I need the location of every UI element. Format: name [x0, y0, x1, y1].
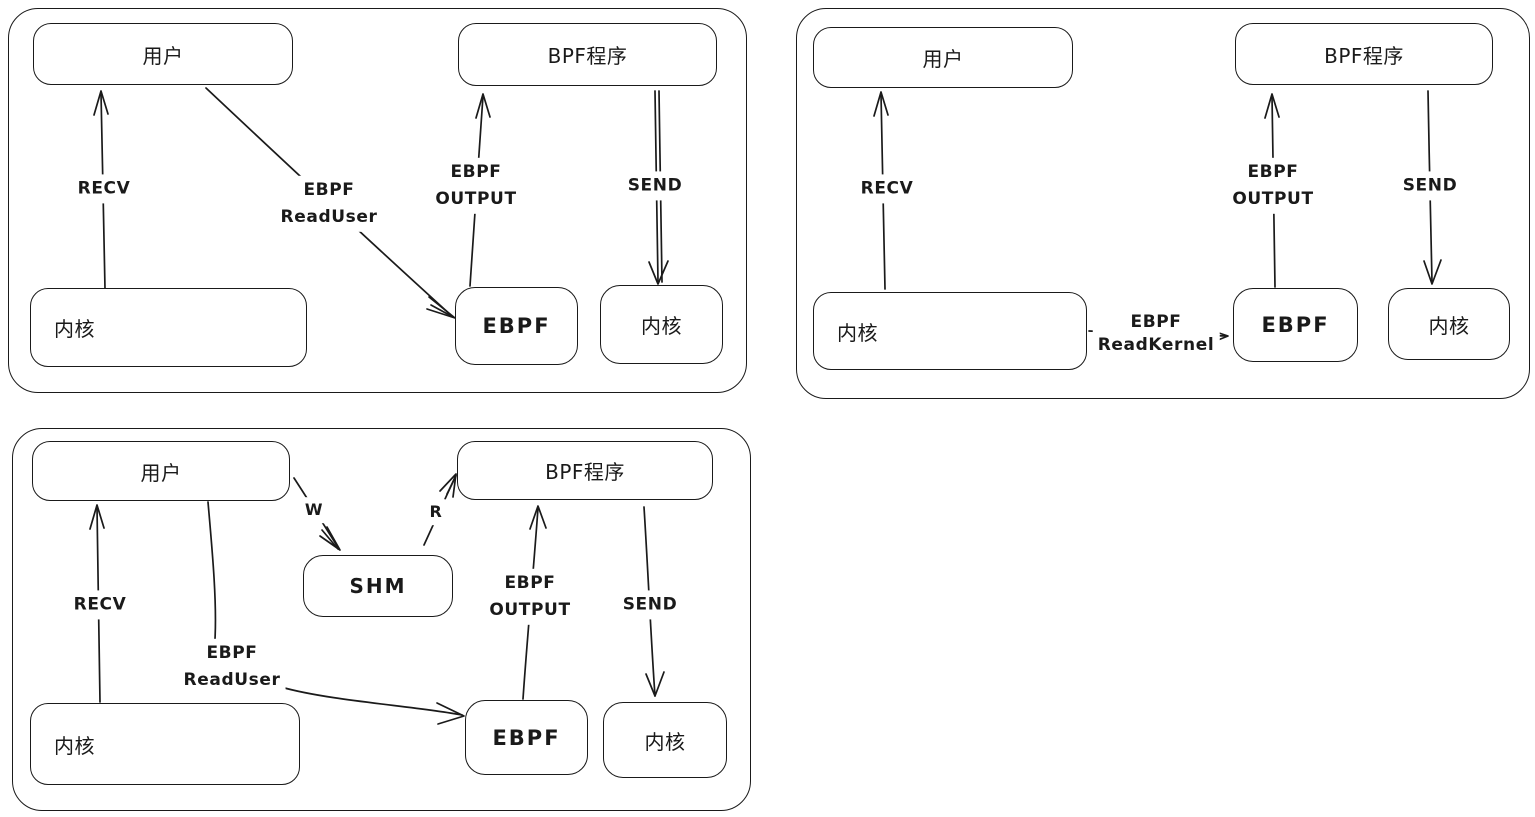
- edge-label-ebpf-output: EBPF OUTPUT: [484, 568, 576, 626]
- edge-label-line: ReadKernel: [1097, 335, 1215, 355]
- edge-label-recv: RECV: [72, 174, 136, 204]
- node-user: 用户: [33, 23, 293, 85]
- edge-label-w: W: [301, 497, 327, 523]
- edge-label-line: EBPF: [1130, 312, 1182, 333]
- edge-label-line: OUTPUT: [489, 600, 571, 620]
- node-user: 用户: [32, 441, 290, 501]
- edge-label-send: SEND: [1397, 171, 1463, 201]
- node-ebpf: EBPF: [465, 700, 588, 775]
- edge-label-send: SEND: [617, 590, 683, 620]
- node-kernel-right: 内核: [603, 702, 727, 778]
- edge-label-line: EBPF: [504, 572, 556, 593]
- edge-label-line: EBPF: [450, 161, 502, 182]
- edge-label-line: ReadUser: [183, 670, 281, 690]
- node-bpf-program: BPF程序: [457, 441, 713, 500]
- edge-label-send: SEND: [622, 171, 688, 201]
- edge-label-ebpf-output: EBPF OUTPUT: [1227, 157, 1319, 215]
- node-shm: SHM: [303, 555, 453, 617]
- node-ebpf: EBPF: [1233, 288, 1358, 362]
- edge-label-line: ReadUser: [280, 207, 378, 227]
- edge-label-ebpf-output: EBPF OUTPUT: [430, 157, 522, 215]
- edge-label-recv: RECV: [68, 590, 132, 620]
- node-kernel-right: 内核: [1388, 288, 1510, 360]
- edge-label-read-user: EBPF ReadUser: [178, 638, 286, 696]
- edge-label-r: R: [426, 499, 446, 525]
- edge-label-line: EBPF: [206, 642, 258, 663]
- edge-label-line: EBPF: [303, 179, 355, 200]
- node-ebpf: EBPF: [455, 287, 578, 365]
- edge-label-recv: RECV: [855, 174, 919, 204]
- edge-label-read-user: EBPF ReadUser: [275, 175, 383, 233]
- edge-label-line: OUTPUT: [435, 189, 517, 209]
- panel-shm: [12, 428, 751, 811]
- node-kernel-left: 内核: [30, 703, 300, 785]
- node-kernel-right: 内核: [600, 285, 723, 364]
- panel-read-kernel: [796, 8, 1530, 399]
- panel-read-user: [8, 8, 747, 393]
- edge-label-line: EBPF: [1247, 161, 1299, 182]
- node-kernel-left: 内核: [813, 292, 1087, 370]
- node-user: 用户: [813, 27, 1073, 88]
- edge-label-read-kernel: EBPF ReadKernel: [1092, 310, 1220, 358]
- node-bpf-program: BPF程序: [458, 23, 717, 86]
- edge-label-line: OUTPUT: [1232, 189, 1314, 209]
- node-bpf-program: BPF程序: [1235, 23, 1493, 85]
- node-kernel-left: 内核: [30, 288, 307, 367]
